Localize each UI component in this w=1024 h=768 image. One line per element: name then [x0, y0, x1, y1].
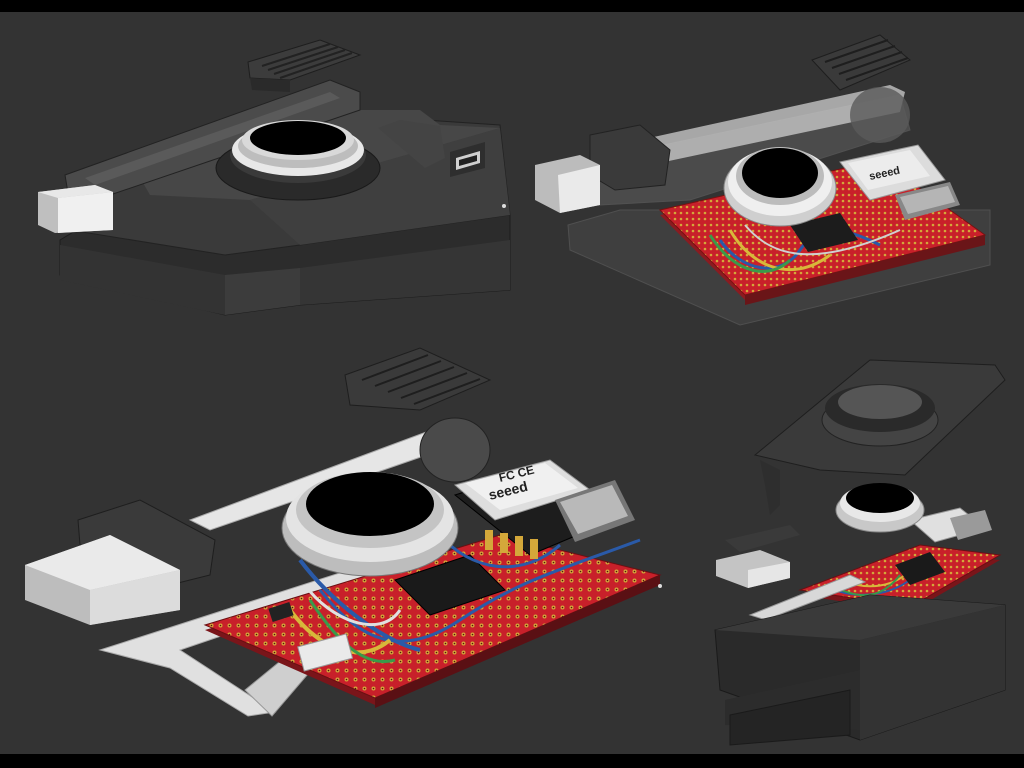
bottom-case [714, 594, 1006, 746]
usb-port [450, 142, 485, 177]
mcu-module: seeed [839, 144, 960, 220]
electronics-closeup: seeed FC CE [25, 347, 662, 717]
lens-ring [281, 472, 459, 577]
mcu-module [908, 507, 992, 543]
exploded-view [714, 359, 1006, 746]
white-button [25, 535, 180, 625]
slide-grip [811, 34, 911, 91]
white-button [716, 550, 790, 588]
letterbox-top [0, 0, 1024, 12]
slide-grip [344, 347, 492, 411]
slide-grip [247, 39, 362, 92]
assembled-enclosure [38, 39, 511, 316]
letterbox-bottom [0, 754, 1024, 768]
mcu-module: seeed FC CE [453, 459, 635, 559]
transparent-enclosure: seeed [535, 34, 991, 326]
white-button [38, 185, 113, 233]
lens-ring [215, 120, 381, 201]
lens-ring [835, 483, 925, 533]
lens-ring [723, 147, 837, 227]
top-lid [753, 359, 1006, 515]
